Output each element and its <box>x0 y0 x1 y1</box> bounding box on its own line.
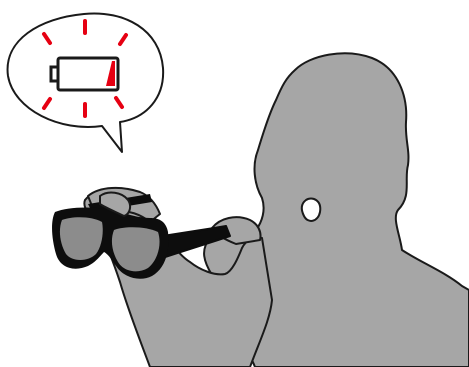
battery-low-icon <box>51 58 118 90</box>
speech-bubble-icon <box>8 13 164 152</box>
person-ear <box>302 199 320 221</box>
battery-terminal <box>51 67 58 81</box>
